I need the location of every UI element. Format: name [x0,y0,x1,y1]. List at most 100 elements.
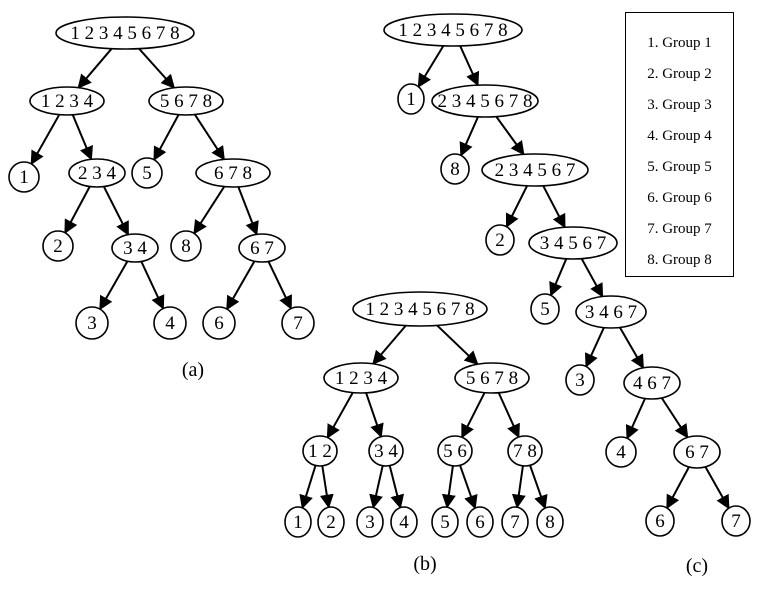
tree-b-node-ellipse [317,506,345,538]
tree-a-node-label: 4 [165,313,175,334]
tree-a-edge-12 [226,260,256,311]
tree-c-node-label: 4 [616,442,626,463]
tree-b-edge-6 [299,465,317,510]
tree-a-node-ellipse [111,233,159,263]
legend-item-group-1: 1. Group 1 [647,35,712,51]
tree-c-node-label: 3 [575,370,585,391]
tree-c-node-label: 5 [540,299,550,320]
tree-a-node-label: 5 6 7 8 [160,91,212,112]
tree-a-node-label: 2 3 4 [78,163,117,184]
tree-c-edge-5 [542,185,566,229]
tree-b-node: 6 [466,506,494,538]
tree-a-node: 3 [75,306,109,340]
tree-b-node-label: 1 2 3 4 5 6 7 8 [365,299,474,320]
tree-a-node: 1 2 3 4 [29,86,105,116]
tree-a-node: 6 7 8 [195,158,271,188]
tree-b-node-ellipse [390,506,418,538]
tree-c-node-ellipse [431,84,539,118]
tree-a-node-ellipse [238,233,286,263]
tree-a-node-ellipse [42,230,74,262]
tree-c-node: 6 7 [673,435,721,469]
tree-a-edge-0 [77,48,113,89]
tree-a-edge-13 [267,261,292,310]
legend-box: 1. Group 1 2. Group 2 3. Group 3 4. Grou… [625,12,734,277]
caption-c: (c) [686,555,708,577]
tree-b-node-ellipse [431,506,459,538]
tree-c-node-label: 7 [731,511,741,532]
tree-b-edge-0 [372,324,407,365]
tree-c-node-label: 1 2 3 4 5 6 7 8 [398,20,507,41]
tree-b-edge-10 [441,465,456,509]
tree-a-edge-2 [30,114,61,166]
tree-a-edge-1 [138,47,176,89]
tree-c-edge-13 [704,466,730,510]
tree-a-node-label: 6 7 8 [214,163,252,184]
tree-a-node-ellipse [281,306,315,340]
tree-c-node: 1 [397,83,425,115]
tree-a-node: 8 [170,230,202,262]
tree-a-node-label: 2 [53,236,63,257]
tree-b-edge-7 [319,465,334,509]
legend-item-group-8: 8. Group 8 [647,252,712,268]
tree-c-node-ellipse [623,366,681,400]
tree-c-edge-1 [459,45,480,87]
legend-item-group-5: 5. Group 5 [647,159,712,175]
tree-b-node-label: 4 [399,512,409,533]
tree-c-node: 6 [645,505,675,537]
tree-b-edge-9 [388,465,405,509]
tree-c-node-label: 8 [450,159,460,180]
tree-c-node: 8 [440,153,470,185]
tree-c-node: 3 4 6 7 [575,295,647,329]
tree-a-node-ellipse [153,306,187,340]
tree-b-node: 1 [284,506,312,538]
tree-c-edge-6 [549,258,568,297]
tree-b-edge-4 [461,392,486,439]
tree-c-node: 7 [721,505,751,537]
tree-b-node: 8 [536,506,564,538]
tree-c-node: 5 [530,293,560,325]
tree-b-node-label: 2 [326,512,336,533]
edges-layer [30,45,730,510]
tree-b-node: 7 8 [507,435,543,467]
tree-c-node: 2 3 4 5 6 7 8 [431,84,539,118]
tree-a-edge-4 [153,114,180,162]
tree-b-node-label: 8 [545,512,555,533]
tree-a-node-label: 6 7 [250,238,274,259]
tree-a-node: 6 7 [238,233,286,263]
tree-c-edge-2 [459,116,479,157]
tree-c-edge-7 [580,258,604,298]
tree-a-node-ellipse [8,161,40,193]
tree-c-node-ellipse [565,364,595,396]
tree-b-edge-11 [459,464,478,510]
tree-c-node-ellipse [481,153,589,187]
tree-a-node-ellipse [75,306,109,340]
tree-a-edge-10 [99,260,129,311]
tree-c-node-label: 1 [406,89,416,110]
tree-c-edge-8 [585,327,605,368]
tree-b-node-label: 5 6 [443,441,467,462]
tree-b-node-ellipse [356,506,384,538]
tree-b-node: 1 2 [302,435,338,467]
tree-b-edge-1 [436,324,479,366]
tree-a-node-label: 1 [19,167,29,188]
tree-c-node: 1 2 3 4 5 6 7 8 [383,13,523,47]
tree-c-node: 3 [565,364,595,396]
tree-c-node-ellipse [528,226,618,260]
legend-item-group-2: 2. Group 2 [647,66,712,82]
tree-b-node-ellipse [507,435,543,467]
tree-a-node-ellipse [195,158,271,188]
tree-a-node-ellipse [29,86,105,116]
tree-a-node-ellipse [55,16,195,50]
tree-c-node-label: 4 6 7 [633,373,671,394]
caption-b: (b) [413,553,436,575]
tree-c-node-ellipse [485,224,515,256]
tree-a-node-label: 5 [142,163,152,184]
tree-a-node: 4 [153,306,187,340]
tree-c-node-ellipse [383,13,523,47]
tree-b-node: 2 [317,506,345,538]
tree-c-edge-3 [495,116,525,156]
tree-a-node-label: 3 4 [123,238,147,259]
tree-a-node-label: 1 2 3 4 [41,91,94,112]
tree-a-edge-9 [237,186,259,236]
